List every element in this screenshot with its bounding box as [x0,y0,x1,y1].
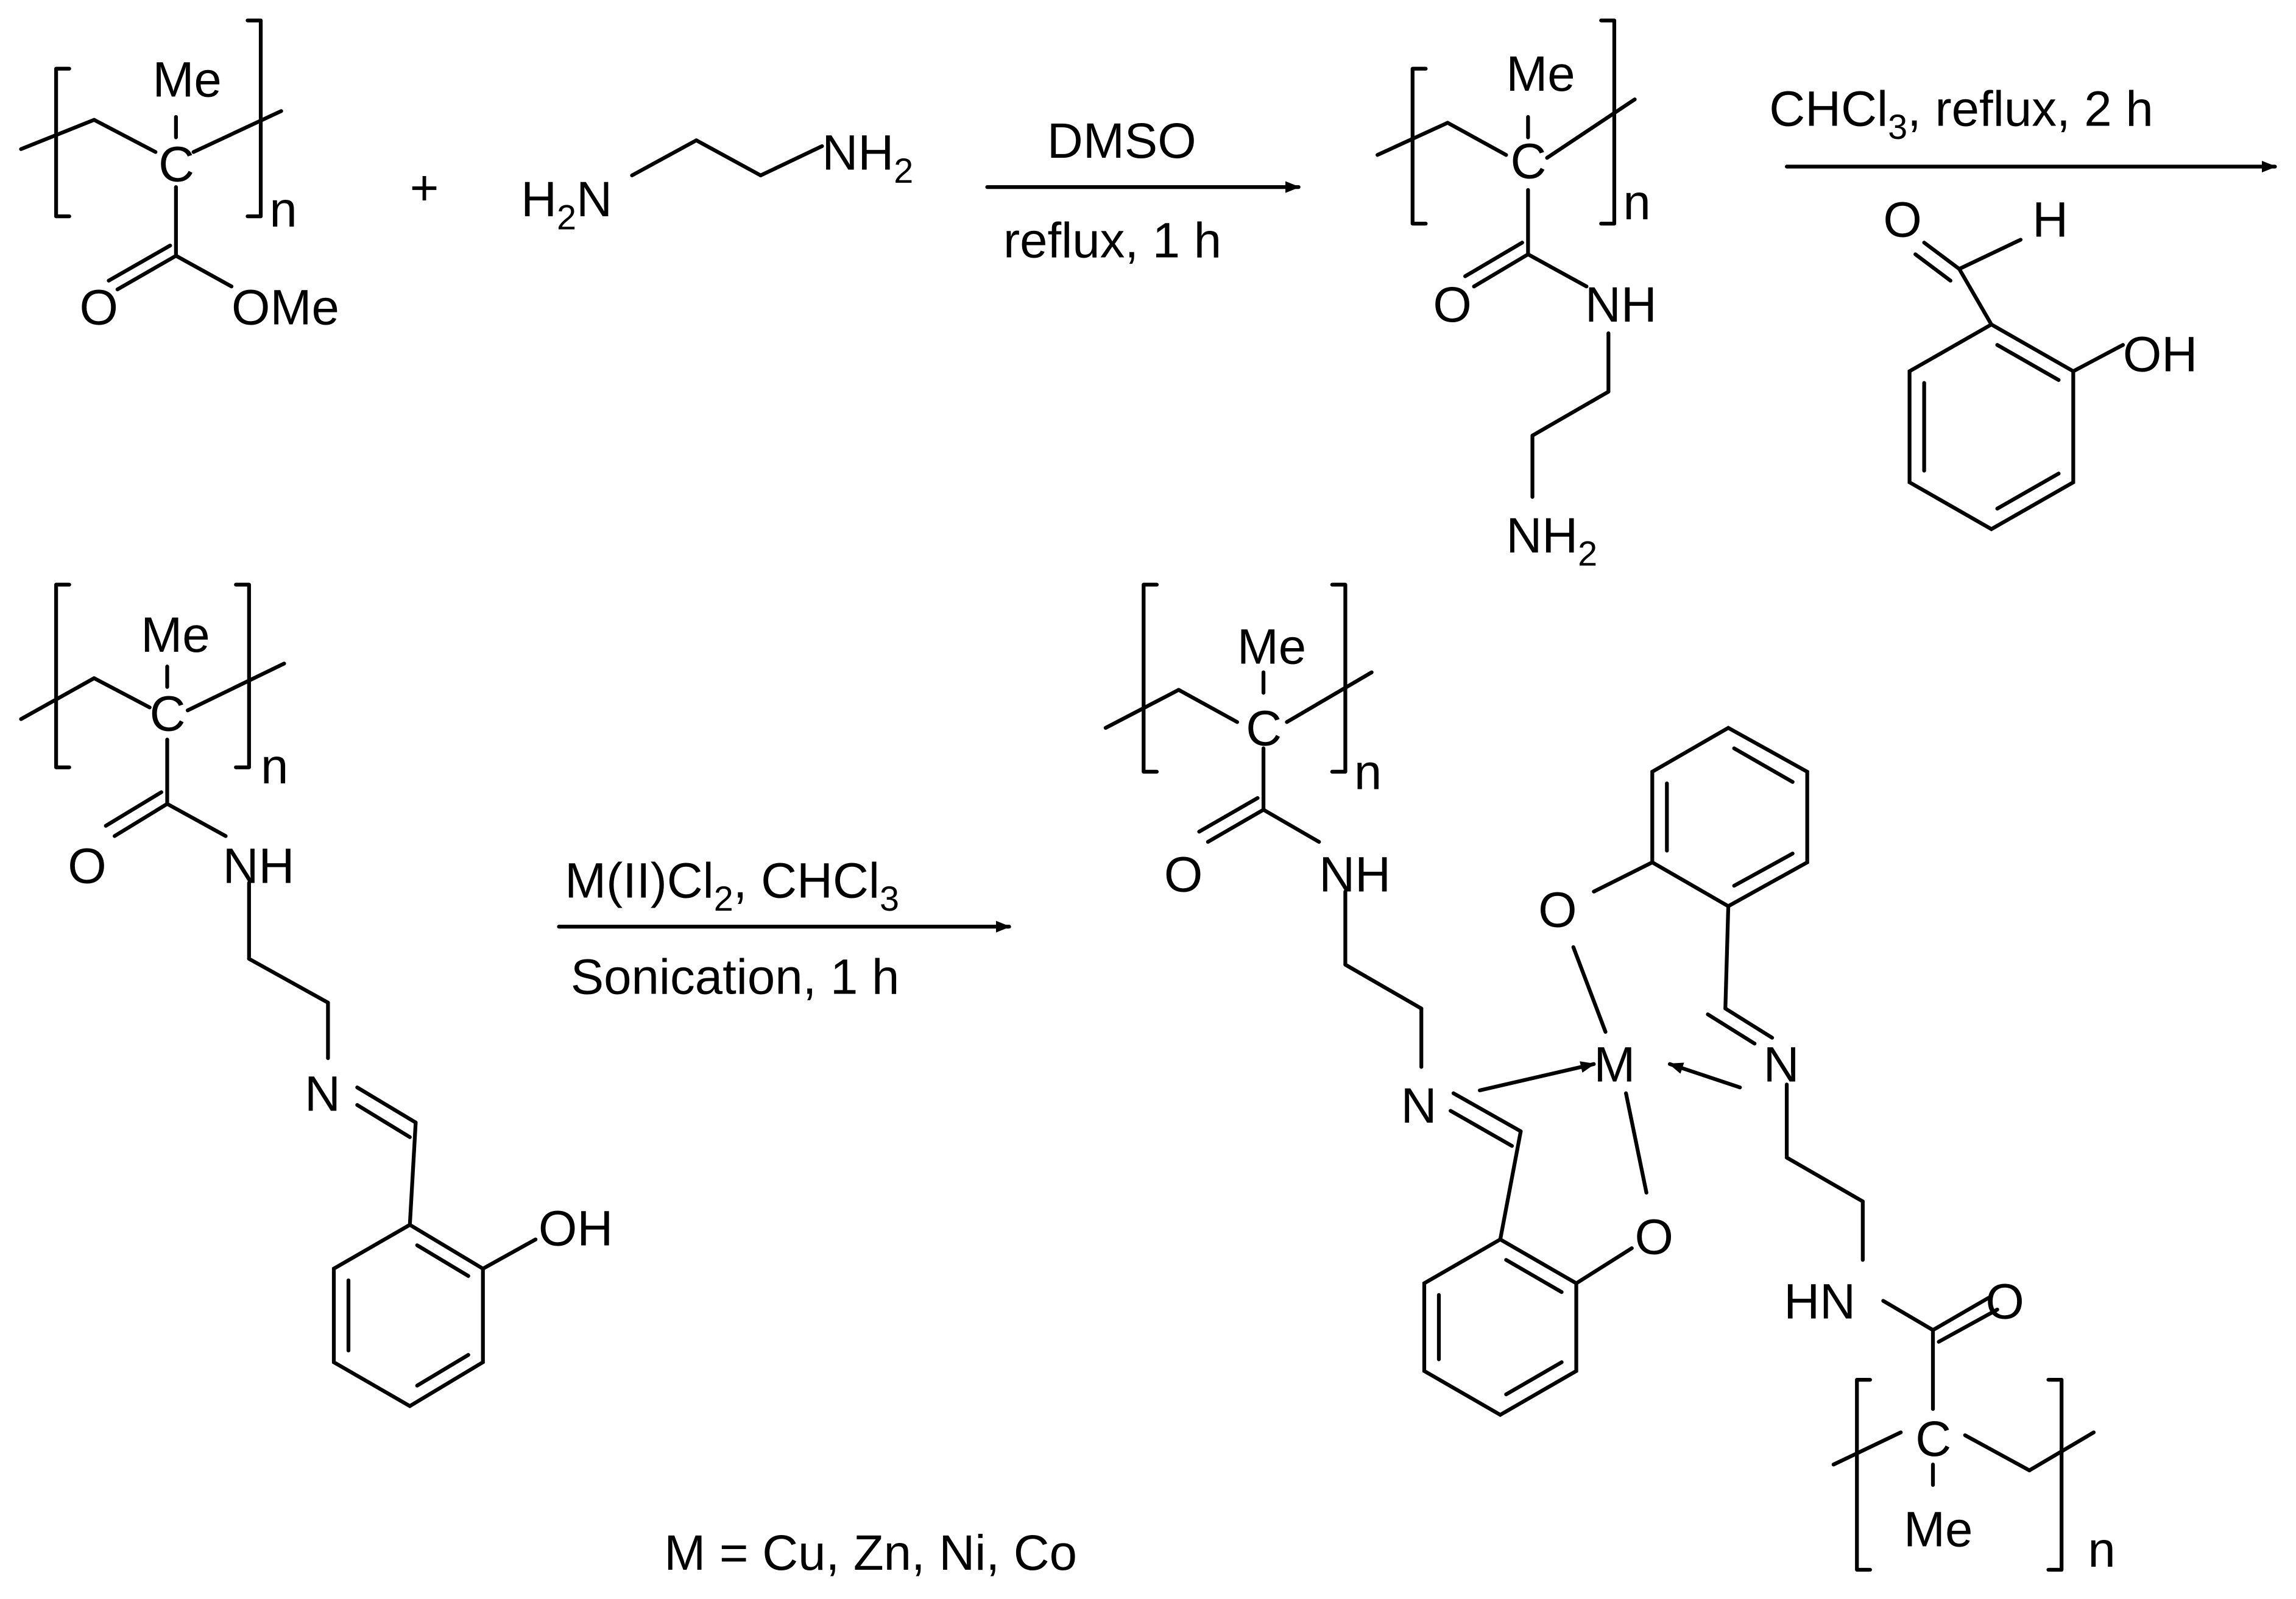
ethylenediamine [630,138,824,178]
nh-label: NH [223,838,295,894]
repeat-n-label: n [269,182,297,238]
step3-conditions: Sonication, 1 h [571,950,900,1005]
phenolate-oxygen-label: O [1538,882,1577,937]
hydroxyl-label: OH [539,1201,613,1256]
step1-reagent: DMSO [1047,113,1196,169]
salicylaldehyde [1907,238,2125,532]
step2-reagent: CHCl3, reflux, 2 h [1769,81,2153,147]
carbon-label: C [1246,701,1282,757]
aldehyde-oxygen-label: O [1883,192,1921,248]
oxygen-label: O [1433,277,1471,333]
step1-conditions: reflux, 1 h [1003,213,1221,268]
oxygen-label: O [1164,847,1203,903]
me-label: Me [1904,1502,1973,1558]
carbon-label: C [1915,1411,1951,1467]
oxygen-label: O [80,280,118,336]
ome-label: OMe [231,280,339,336]
phenolate-oxygen-label: O [1635,1210,1673,1265]
repeat-n-label: n [261,739,288,794]
oxygen-label: O [68,838,106,894]
aldehyde-h-label: H [2032,192,2068,248]
pmma-polymer [19,18,283,292]
repeat-n-label: n [1623,175,1650,230]
me-label: Me [152,52,221,107]
hn-label: HN [1784,1274,1856,1329]
plus-sign: + [410,160,439,216]
hydroxyl-label: OH [2123,327,2197,382]
me-label: Me [1506,46,1575,102]
imine-n-label: N [1401,1078,1437,1134]
aminoethyl-amide-polymer [1376,18,1637,499]
step3-reagent: M(II)Cl2, CHCl3 [565,853,899,919]
imine-n-label: N [1764,1037,1800,1093]
me-label: Me [1237,619,1306,674]
metal-definition-footnote: M = Cu, Zn, Ni, Co [664,1525,1077,1581]
nh2-label: NH2 [1506,508,1597,574]
imine-n-label: N [305,1067,341,1122]
repeat-n-label: n [1354,745,1382,800]
repeat-n-label: n [2088,1522,2115,1578]
oxygen-label: O [1985,1274,2024,1329]
carbon-label: C [158,137,194,192]
nh-label: NH [1585,277,1657,333]
metal-complex [1103,582,2096,1572]
h2n-label: H2N [521,172,612,238]
metal-label: M [1594,1037,1635,1093]
carbon-label: C [1511,134,1547,189]
nh-label: NH [1319,847,1391,903]
me-label: Me [141,607,210,663]
carbon-label: C [150,687,186,742]
nh2-label: NH2 [822,125,913,191]
schiff-base-polymer [19,582,538,1408]
